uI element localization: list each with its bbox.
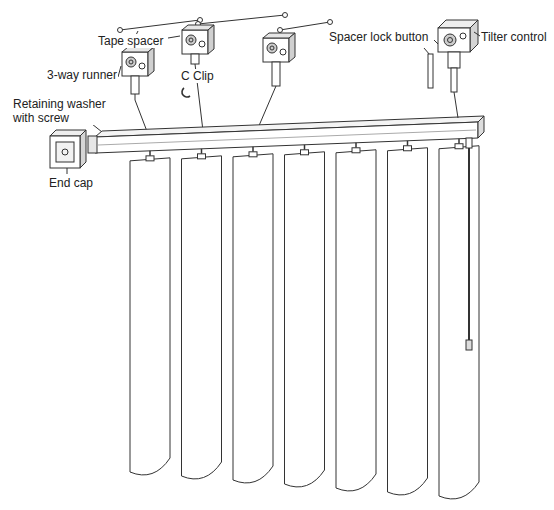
end-cap — [50, 130, 86, 168]
3-way-runner — [131, 76, 139, 94]
tilter-control — [451, 68, 457, 92]
tilt-wand — [466, 138, 472, 148]
3-way-runner — [272, 62, 280, 86]
3-way-runner — [129, 60, 133, 64]
slat-holder — [198, 154, 206, 159]
spacer-lock-button — [424, 40, 438, 88]
3-way-runner — [122, 52, 148, 76]
slat-hook — [355, 143, 357, 148]
slat-holder — [146, 156, 154, 161]
slat-hook — [458, 139, 460, 144]
part-label: 3-way runner — [46, 68, 118, 82]
slat-holder — [301, 150, 309, 155]
slat-holder — [249, 152, 257, 157]
leader-line — [258, 86, 276, 128]
spacer-lock-button — [434, 40, 438, 44]
3-way-runner — [208, 25, 214, 54]
c-clip — [182, 88, 190, 97]
tilter-control — [460, 33, 466, 39]
slat — [439, 146, 479, 499]
3-way-runner — [135, 94, 136, 100]
slat-hook — [252, 147, 254, 152]
3-way-runner — [122, 47, 154, 100]
leader-line — [67, 168, 68, 174]
slat — [336, 150, 376, 491]
3-way-runner — [139, 63, 145, 69]
end-cap — [56, 142, 74, 162]
tilt-wand — [466, 138, 472, 350]
tape-spacer — [328, 20, 333, 25]
slat — [388, 148, 428, 495]
part-label: Retaining washer with screw — [12, 97, 112, 125]
end-cap — [62, 149, 68, 155]
slat — [130, 158, 170, 475]
slat-hook — [304, 145, 306, 150]
slat-hook — [149, 151, 151, 156]
3-way-runner — [263, 38, 289, 62]
3-way-runner — [191, 54, 199, 64]
slat-holder — [352, 148, 360, 153]
3-way-runner — [199, 41, 205, 47]
spacer-lock-button — [428, 54, 433, 88]
slat-holder — [455, 144, 463, 149]
part-label: Tape spacer — [97, 34, 164, 48]
slat-hook — [201, 149, 203, 154]
tape-spacer — [280, 22, 330, 30]
headrail — [88, 116, 484, 153]
part-label: Spacer lock button — [328, 30, 429, 44]
3-way-runner — [186, 35, 196, 45]
headrail — [478, 116, 484, 138]
3-way-runner — [182, 30, 208, 54]
end-cap — [50, 136, 80, 168]
3-way-runner — [270, 46, 274, 50]
3-way-runner — [289, 33, 295, 62]
3-way-runner — [182, 25, 214, 64]
tilter-control — [454, 92, 458, 118]
tilter-control — [448, 38, 453, 43]
slat — [182, 156, 222, 479]
3-way-runner — [267, 43, 277, 53]
headrail — [88, 136, 97, 153]
tape-spacer — [118, 28, 123, 33]
tape-spacer — [283, 13, 288, 18]
tilter-control — [448, 52, 460, 68]
tilt-wand — [468, 148, 470, 345]
part-label: Tilter control — [480, 30, 548, 44]
tilter-control — [470, 20, 478, 52]
tilter-control — [438, 20, 480, 118]
3-way-runner — [148, 47, 154, 76]
tape-spacer — [198, 15, 285, 24]
tape-spacer — [278, 28, 283, 33]
3-way-runner — [126, 57, 136, 67]
3-way-runner — [189, 38, 193, 42]
slat-holder — [404, 146, 412, 151]
tilter-control — [444, 34, 456, 46]
slat-hook — [407, 141, 409, 146]
tilter-control — [438, 28, 470, 52]
end-cap — [80, 130, 86, 168]
illustration-lines — [50, 13, 484, 499]
leader-line — [118, 66, 121, 77]
3-way-runner — [280, 49, 286, 55]
part-label: C Clip — [180, 69, 215, 83]
slat — [233, 154, 273, 483]
slat — [285, 152, 325, 487]
3-way-runner — [263, 33, 295, 86]
tilt-wand — [466, 340, 472, 350]
part-label: End cap — [48, 176, 94, 190]
slat — [130, 139, 479, 499]
headrail — [98, 130, 476, 145]
leader-line — [168, 36, 180, 38]
